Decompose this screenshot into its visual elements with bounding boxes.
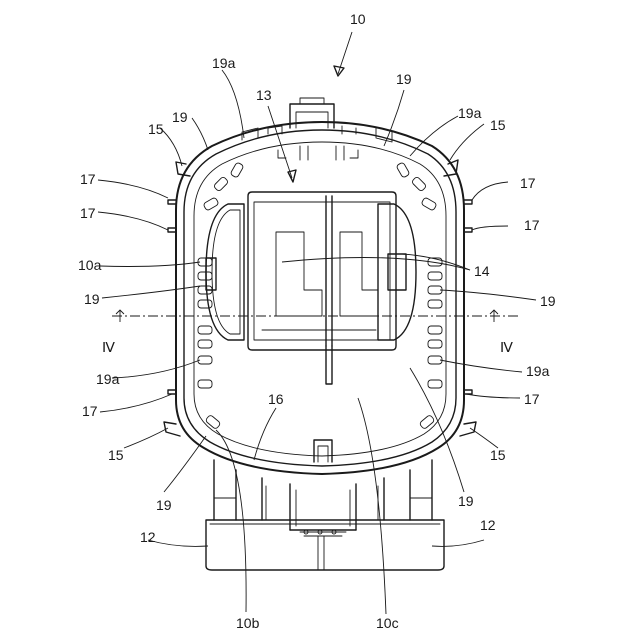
label-10b: 10b [236, 615, 260, 631]
label-19-right-low: 19 [458, 493, 474, 509]
label-19a-top-right: 19a [458, 105, 482, 121]
label-17-left-b: 17 [80, 205, 96, 221]
label-19a-top-left: 19a [212, 55, 236, 71]
label-15-right-low: 15 [490, 447, 506, 463]
bottom-tab [314, 440, 332, 462]
label-15-top-right: 15 [490, 117, 506, 133]
label-19-top-left: 19 [172, 109, 188, 125]
label-section-right: Ⅳ [500, 341, 513, 356]
left-ribs [198, 162, 244, 430]
label-19a-left-low: 19a [96, 371, 120, 387]
label-12-left: 12 [140, 529, 156, 545]
base-block [206, 460, 444, 570]
housing-outer [176, 122, 464, 474]
label-19-left-mid: 19 [84, 291, 100, 307]
label-section-left: Ⅳ [102, 341, 115, 356]
label-13: 13 [256, 87, 272, 103]
top-edge-ribs [242, 126, 392, 160]
label-10a: 10a [78, 257, 102, 273]
section-line [112, 310, 520, 322]
arrow-10 [334, 32, 352, 76]
label-14: 14 [474, 263, 490, 279]
label-17-left-a: 17 [80, 171, 96, 187]
label-17-right-a: 17 [520, 175, 536, 191]
corner-fins [164, 160, 476, 436]
label-17-right-c: 17 [524, 391, 540, 407]
label-12-right: 12 [480, 517, 496, 533]
right-ribs [396, 162, 442, 430]
label-15-top-left: 15 [148, 121, 164, 137]
label-17-right-b: 17 [524, 217, 540, 233]
label-19-right-mid: 19 [540, 293, 556, 309]
label-19a-right-low: 19a [526, 363, 550, 379]
label-17-left-c: 17 [82, 403, 98, 419]
inner-window [206, 192, 416, 384]
label-15-left-low: 15 [108, 447, 124, 463]
label-10: 10 [350, 11, 366, 27]
label-10c: 10c [376, 615, 399, 631]
label-16: 16 [268, 391, 284, 407]
label-19-left-low: 19 [156, 497, 172, 513]
label-19-top-right: 19 [396, 71, 412, 87]
